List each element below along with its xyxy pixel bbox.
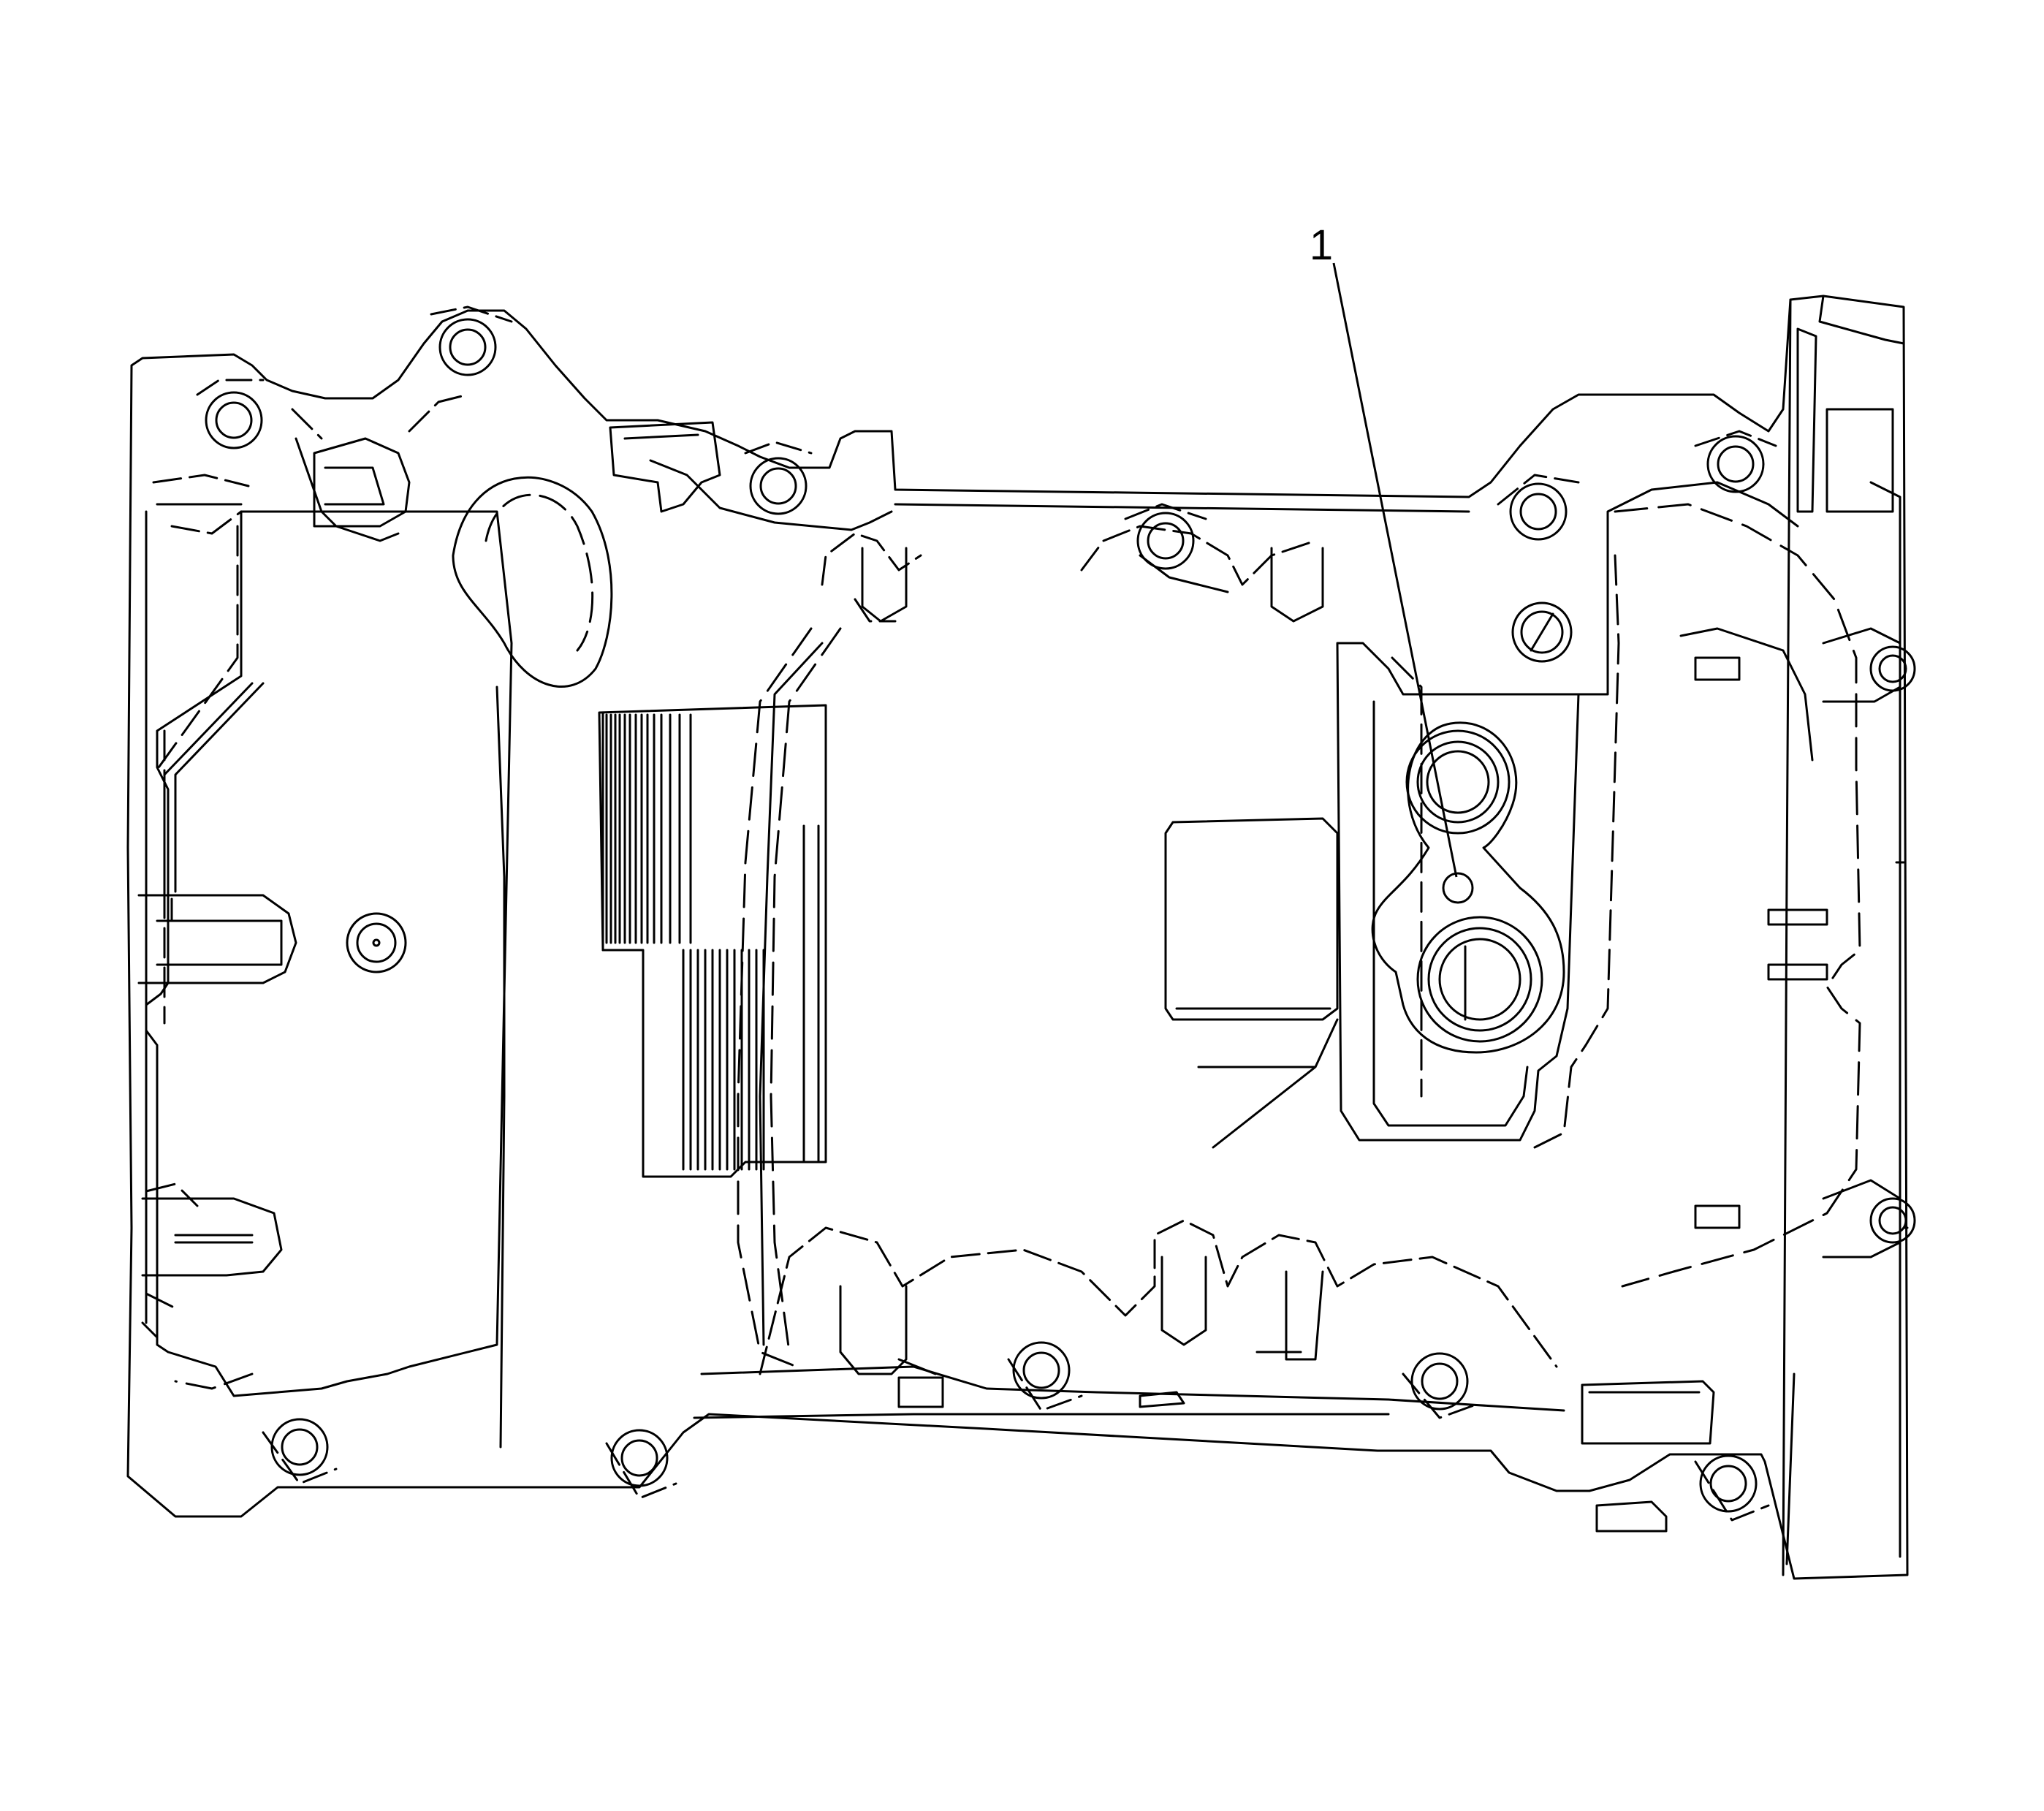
filter-hatch-block xyxy=(598,704,827,1178)
top-tab xyxy=(609,421,721,513)
bolt-hole xyxy=(1869,645,1916,692)
bolt-hole xyxy=(1706,435,1765,493)
bolt-hole xyxy=(1699,1454,1758,1513)
left-top-bracket xyxy=(295,437,411,542)
left-top-dash xyxy=(152,393,469,535)
housing-outline xyxy=(126,295,1909,1580)
bolt-hole xyxy=(610,1429,669,1487)
right-slots xyxy=(1694,656,1828,1229)
bolt-hole xyxy=(1012,1341,1071,1400)
bolt-hole xyxy=(372,938,381,947)
right-inner-cavity xyxy=(1614,503,1861,1288)
bolt-hole xyxy=(1509,482,1568,541)
bolt-hole xyxy=(1878,1206,1907,1235)
top-scallops xyxy=(821,525,1317,623)
bottom-scallops-inner xyxy=(839,1256,1324,1375)
square-pad xyxy=(1164,817,1339,1149)
bolt-hole xyxy=(438,318,497,376)
bottom-right-port xyxy=(1581,1380,1715,1533)
central-wall-solid xyxy=(759,642,824,1346)
bolt-hole xyxy=(1717,445,1755,483)
right-flange xyxy=(1782,295,1909,1576)
bolt-hole xyxy=(270,1418,329,1476)
callout-1: 1 xyxy=(1310,221,1458,878)
left-pocket xyxy=(145,510,513,1397)
left-channel xyxy=(137,894,297,1277)
bolt-hole xyxy=(205,391,263,449)
callout-label-1: 1 xyxy=(1310,221,1333,269)
bolt-hole xyxy=(281,1428,319,1466)
bolt-hole xyxy=(1519,493,1557,531)
bolt-hole xyxy=(1878,654,1907,683)
bolt-hole xyxy=(620,1439,658,1477)
right-inner-cavity-solid xyxy=(1606,481,1814,762)
bolt-surround-dash xyxy=(196,305,1777,1522)
bolt-hole xyxy=(1869,1197,1916,1244)
bottom-flange-edge xyxy=(693,1365,1565,1419)
bolt-hole xyxy=(1421,1362,1459,1400)
left-rib xyxy=(163,682,265,893)
left-flange-strip xyxy=(141,503,243,1339)
right-pocket-dash xyxy=(1391,554,1620,1149)
gasket-fitting xyxy=(1371,721,1565,1054)
bolt-hole xyxy=(1136,512,1195,570)
bolt-hole xyxy=(1147,522,1185,560)
bolt-hole xyxy=(346,912,407,973)
top-flange-edge xyxy=(649,459,1470,531)
bolt-hole xyxy=(356,922,397,963)
bolt-hole xyxy=(1022,1351,1060,1389)
central-wall-dash xyxy=(737,627,842,1368)
central-wall-left xyxy=(495,686,506,1449)
bolt-hole xyxy=(759,467,797,505)
bolt-holes xyxy=(205,318,1916,1513)
right-lobes xyxy=(1822,627,1901,1258)
bolt-hole xyxy=(1410,1352,1469,1411)
left-pocket-dash xyxy=(145,525,254,1390)
callout-leader-line xyxy=(1332,262,1458,878)
bolt-hole xyxy=(1709,1465,1747,1503)
right-pocket-outline xyxy=(1336,554,1609,1142)
oval-boss-inner xyxy=(485,493,594,652)
drain-plug xyxy=(1511,601,1573,663)
bolt-hole xyxy=(749,457,808,515)
bolt-hole xyxy=(449,328,487,366)
top-scallops-inner xyxy=(861,547,1324,623)
bottom-scallops xyxy=(759,1219,1558,1375)
oval-boss xyxy=(452,476,613,688)
bolt-hole xyxy=(215,401,253,439)
